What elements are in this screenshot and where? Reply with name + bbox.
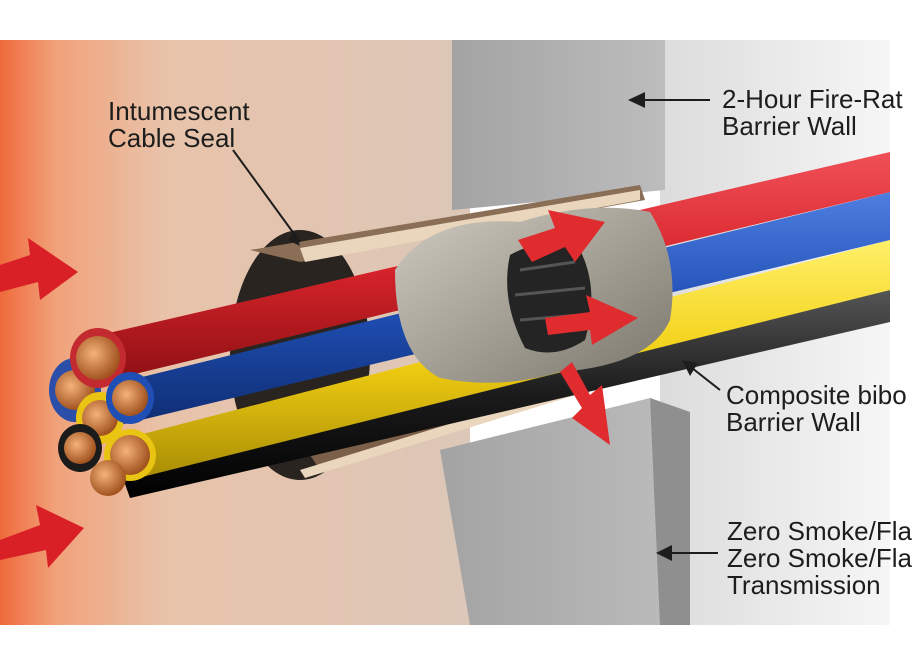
- intumescent-seal-label-line1: Intumescent: [108, 96, 250, 126]
- zero-smoke-label-line1: Zero Smoke/Fla: [727, 516, 912, 546]
- flow-arrow-icon: [545, 295, 638, 345]
- pointer-arrow-icon: [288, 232, 300, 246]
- pointer-arrow-icon: [656, 545, 672, 561]
- composite-wall-label-line2: Barrier Wall: [726, 407, 861, 437]
- concrete-wall-lower: [440, 398, 690, 625]
- copper-conductor: [90, 460, 126, 496]
- concrete-wall-upper: [452, 40, 665, 210]
- zero-smoke-label: Zero Smoke/Fla Zero Smoke/Fla Transmissi…: [727, 518, 912, 599]
- composite-leader-line: [691, 367, 721, 391]
- copper-conductor: [112, 380, 148, 416]
- heat-arrow-icon: [0, 238, 78, 300]
- cable-ends: [49, 328, 156, 496]
- concrete-wall-lower-side: [650, 398, 690, 625]
- fire-rated-wall-label-line2: Barrier Wall: [722, 111, 857, 141]
- copper-conductor: [64, 432, 96, 464]
- intumescent-seal-label-line2: Cable Seal: [108, 123, 236, 153]
- composite-wall-label: Composite bibo Barrier Wall: [726, 382, 907, 436]
- copper-conductor: [76, 336, 120, 380]
- zero-smoke-label-line3: Transmission: [727, 570, 881, 600]
- black-cable: [120, 290, 890, 498]
- zero-smoke-label-line2: Zero Smoke/Fla: [727, 543, 912, 573]
- intumescent-seal-label: Intumescent Cable Seal: [108, 98, 250, 152]
- fire-barrier-diagram: [0, 40, 890, 625]
- fire-rated-wall-label-line1: 2-Hour Fire-Rat: [722, 84, 903, 114]
- fire-rated-wall-label: 2-Hour Fire-Rat Barrier Wall: [722, 86, 903, 140]
- composite-wall-label-line1: Composite bibo: [726, 380, 907, 410]
- pointer-arrow-icon: [682, 360, 698, 376]
- flow-arrow-icon: [560, 362, 610, 445]
- flow-arrow-icon: [518, 210, 605, 262]
- char-core: [507, 243, 592, 353]
- heat-arrow-icon: [0, 505, 84, 568]
- pointer-arrow-icon: [628, 92, 645, 108]
- seal-leader-line: [232, 149, 301, 243]
